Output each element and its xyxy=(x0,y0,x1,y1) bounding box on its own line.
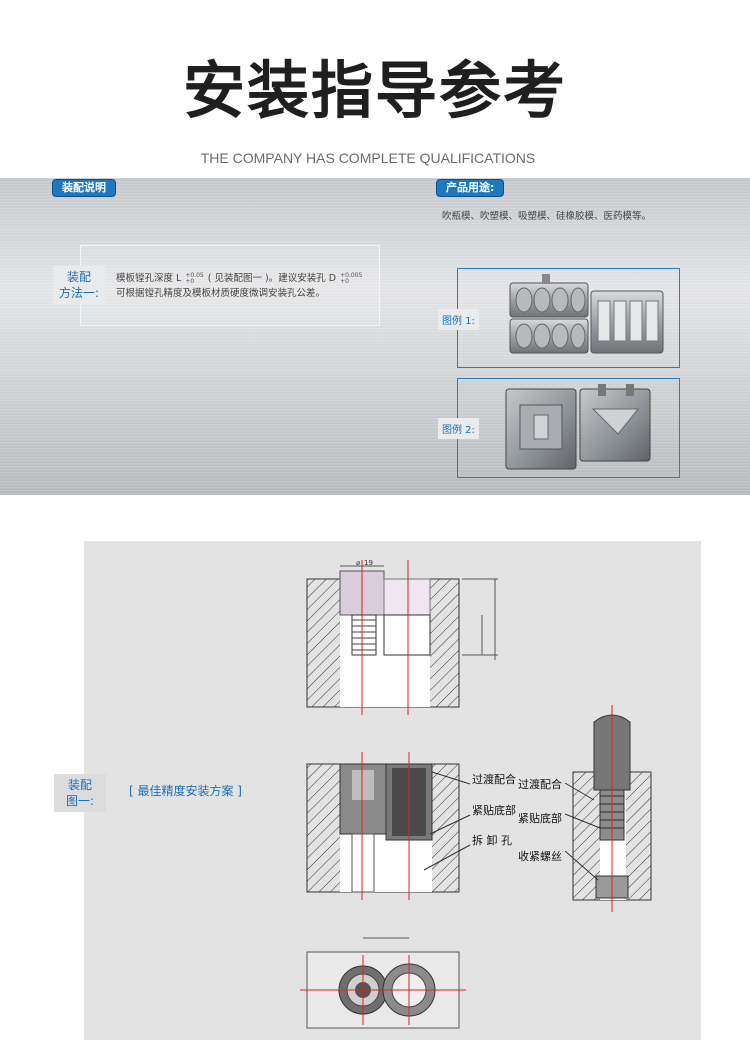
section-drawing-right: 过渡配合 紧贴底部 收紧螺丝 xyxy=(518,705,652,912)
page-subtitle: THE COMPANY HAS COMPLETE QUALIFICATIONS xyxy=(200,150,536,166)
example1-label: 图例 1: xyxy=(438,309,479,330)
method-box xyxy=(80,245,380,326)
method1-text-line2: 可根据镗孔精度及模板材质硬度微调安装孔公差。 xyxy=(116,288,326,299)
figure1-label-line1: 装配 xyxy=(67,778,92,792)
mold-photo-2 xyxy=(505,384,651,470)
example2-frame xyxy=(457,378,680,478)
tol-l-upper: +0.05 xyxy=(185,271,204,279)
label-bottom-contact-right: 紧贴底部 xyxy=(518,811,562,825)
label-tighten-screw: 收紧螺丝 xyxy=(518,849,562,863)
scheme-title: [ 最佳精度安装方案 ] xyxy=(129,784,242,798)
usage-badge: 产品用途: xyxy=(436,179,505,197)
label-bottom-contact-left: 紧贴底部 xyxy=(472,803,516,817)
page-title: 安装指导参考 xyxy=(182,54,567,127)
tol-l-lower: +0 xyxy=(185,277,195,285)
label-transition-fit-right: 过渡配合 xyxy=(518,777,562,791)
section-drawing-top: ⌀ 19 xyxy=(306,559,498,715)
section-drawing-middle: 过渡配合 紧贴底部 拆 卸 孔 xyxy=(306,752,516,900)
usage-text: 吹瓶模、吹塑模、吸塑模、硅橡胶模、医药模等。 xyxy=(442,211,652,222)
label-removal-hole: 拆 卸 孔 xyxy=(472,833,512,847)
method1-text-pre: 模板镗孔深度 L xyxy=(116,273,182,284)
figure1-label: 装配 图一: xyxy=(54,774,106,812)
method1-text-mid: ( 见装配图一 )。建议安装孔 D xyxy=(207,273,337,284)
dim-top-label: 19 xyxy=(364,559,373,567)
tol-d-lower: +0 xyxy=(340,277,349,285)
tol-d-upper: +0.005 xyxy=(340,271,363,279)
example2-label: 图例 2: xyxy=(438,418,479,439)
figure1-label-line2: 图一: xyxy=(65,794,95,808)
plan-view-bottom xyxy=(300,937,466,1029)
label-transition-fit-left: 过渡配合 xyxy=(472,772,516,786)
method1-label-line1: 装配 xyxy=(66,270,91,284)
assembly-badge: 装配说明 xyxy=(52,179,116,197)
example1-frame xyxy=(457,268,680,368)
method1-label: 装配 方法一: xyxy=(53,266,105,304)
mold-photo-1 xyxy=(509,274,664,354)
method1-label-line2: 方法一: xyxy=(58,286,100,300)
svg-text:⌀: ⌀ xyxy=(356,559,360,567)
method1-text: 模板镗孔深度 L +0.05 +0 ( 见装配图一 )。建议安装孔 D +0.0… xyxy=(116,271,363,301)
